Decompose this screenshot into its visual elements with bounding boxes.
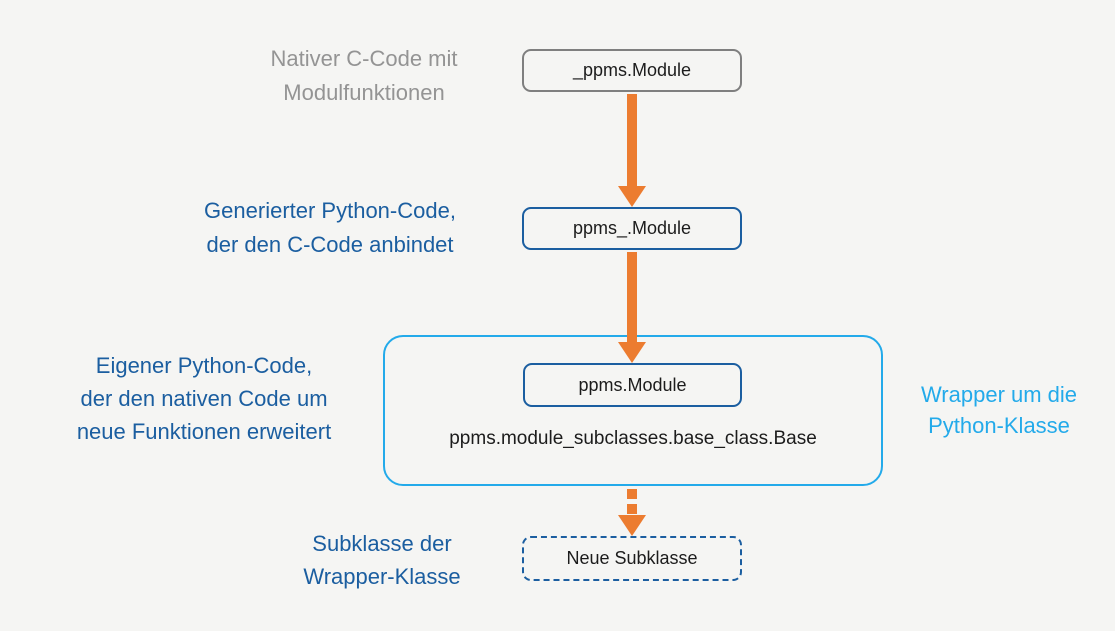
label-line: neue Funktionen erweitert <box>76 419 332 444</box>
node-wrapper-module: ppms.Module <box>523 363 742 407</box>
label-line: der den C-Code anbindet <box>206 232 454 257</box>
label-line: Eigener Python-Code, <box>95 353 313 378</box>
arrow-shaft <box>627 252 637 343</box>
label-line: der den nativen Code um <box>80 386 328 411</box>
arrow-dash <box>627 489 637 499</box>
label-own-python-code: Eigener Python-Code, der den nativen Cod… <box>18 349 390 448</box>
label-line: Wrapper-Klasse <box>303 564 461 589</box>
arrow-head-icon <box>618 515 646 536</box>
node-generated-module: ppms_.Module <box>522 207 742 250</box>
arrow-shaft <box>627 94 637 187</box>
label-native-c-code: Nativer C-Code mit Modulfunktionen <box>234 42 494 110</box>
label-line: Wrapper um die <box>920 382 1078 407</box>
label-line: Python-Klasse <box>928 413 1070 438</box>
base-class-path-text: ppms.module_subclasses.base_class.Base <box>449 428 817 449</box>
label-line: Modulfunktionen <box>283 80 445 105</box>
arrow-head-icon <box>618 342 646 363</box>
label-line: Nativer C-Code mit <box>270 46 458 71</box>
label-subclass-of-wrapper: Subklasse der Wrapper-Klasse <box>278 527 486 593</box>
node-new-subclass: Neue Subklasse <box>522 536 742 581</box>
arrow-head-icon <box>618 186 646 207</box>
label-wrapper-python-class: Wrapper um die Python-Klasse <box>888 379 1110 441</box>
label-line: Generierter Python-Code, <box>204 198 456 223</box>
arrow-dash <box>627 504 637 514</box>
label-generated-python-code: Generierter Python-Code, der den C-Code … <box>160 194 500 262</box>
node-native-module: _ppms.Module <box>522 49 742 92</box>
label-line: Subklasse der <box>312 531 452 556</box>
